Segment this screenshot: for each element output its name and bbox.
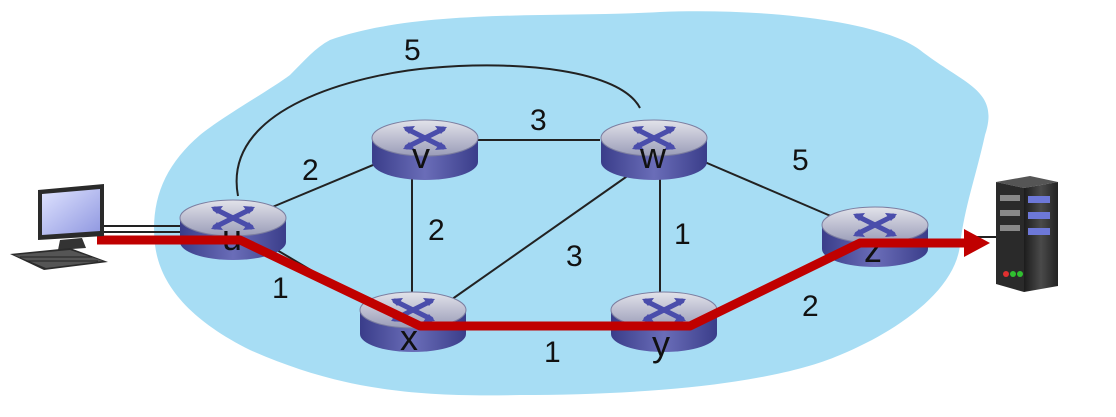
cost-label-v-x: 2 (428, 214, 445, 247)
link-u-v (269, 159, 386, 209)
cost-label-w-z: 5 (792, 144, 809, 177)
cost-label-u-w: 5 (404, 34, 421, 67)
cost-label-x-y: 1 (544, 336, 561, 369)
cost-label-w-y: 1 (674, 218, 691, 251)
server-icon (996, 176, 1058, 292)
route-arrowhead-icon (964, 229, 990, 257)
link-u-w (235, 64, 641, 197)
host-computer-icon (10, 184, 108, 270)
cost-label-x-w: 3 (566, 240, 583, 273)
cost-label-v-w: 3 (530, 104, 547, 137)
cost-label-y-z: 2 (802, 290, 819, 323)
cost-label-u-x: 1 (272, 272, 289, 305)
node-label-v: v (412, 135, 430, 176)
cost-label-u-v: 2 (302, 154, 319, 187)
node-label-w: w (639, 135, 667, 176)
node-label-y: y (652, 323, 670, 364)
highlighted-route (97, 235, 968, 331)
link-w-z (699, 159, 841, 221)
link-x-w (447, 169, 637, 303)
node-label-z: z (864, 229, 882, 270)
